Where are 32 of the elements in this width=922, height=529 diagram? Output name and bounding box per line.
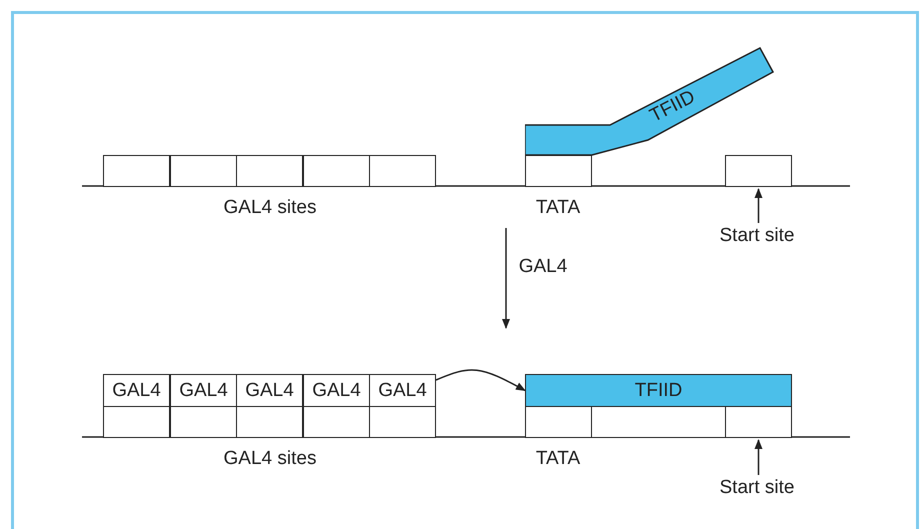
- binding-site-box: [170, 155, 237, 187]
- protein-label: TFIID: [646, 86, 699, 128]
- protein-box: GAL4: [103, 374, 170, 407]
- curved-arrow: [436, 369, 526, 392]
- protein-box: TFIID: [525, 374, 792, 407]
- binding-site-box: [103, 406, 170, 438]
- site-label: Start site: [705, 223, 809, 249]
- start-site-box: [725, 155, 792, 187]
- binding-site-box: [369, 155, 436, 187]
- arrow: [754, 188, 762, 223]
- protein-box: GAL4: [170, 374, 237, 407]
- binding-site-box: [303, 406, 370, 438]
- protein-box: GAL4: [236, 374, 303, 407]
- region-label: TATA: [536, 448, 580, 470]
- binding-site-box: [103, 155, 170, 187]
- binding-site-box: [236, 406, 303, 438]
- start-site-box: [725, 406, 792, 438]
- binding-site-box: [369, 406, 436, 438]
- binding-site-box: [303, 155, 370, 187]
- region-label: TATA: [536, 197, 580, 219]
- tata-box: [525, 406, 592, 438]
- site-label: Start site: [705, 475, 809, 501]
- protein-shape: [525, 46, 775, 156]
- region-label: GAL4 sites: [224, 448, 316, 470]
- tata-box: [525, 155, 592, 187]
- region-label: GAL4 sites: [224, 197, 316, 219]
- binding-site-box: [170, 406, 237, 438]
- arrow-label: GAL4: [518, 256, 568, 278]
- protein-box: GAL4: [369, 374, 436, 407]
- arrow: [754, 439, 762, 475]
- protein-box: GAL4: [303, 374, 370, 407]
- binding-site-box: [236, 155, 303, 187]
